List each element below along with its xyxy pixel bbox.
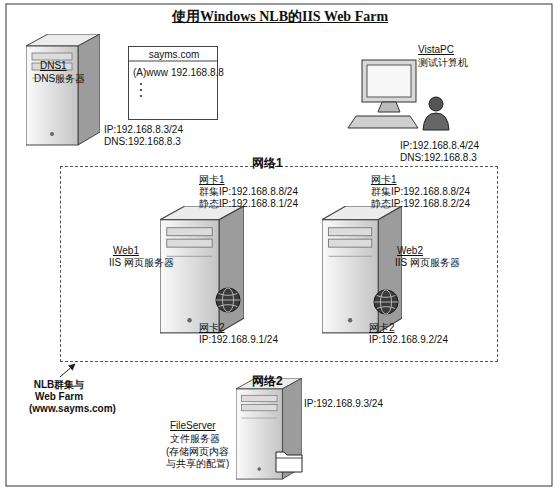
web-globe-icon (216, 288, 240, 312)
node-text: VistaPC (418, 44, 454, 56)
web-server: 网卡1群集IP:192.168.8.8/24静态IP:192.168.8.2/2… (313, 173, 497, 353)
server-icon (322, 206, 402, 333)
node-text: (存储网页内容 与共享的配置) (166, 446, 240, 470)
node-text: 群集IP:192.168.8.8/24 (371, 186, 470, 198)
node-text: 静态IP:192.168.8.2/24 (371, 198, 470, 210)
node-text: IP:192.168.8.3/24 (104, 124, 183, 136)
node-text: 群集IP:192.168.8.8/24 (199, 186, 298, 198)
diagram-title: 使用Windows NLB的IIS Web Farm (0, 9, 560, 25)
web-server: 网卡1群集IP:192.168.8.8/24静态IP:192.168.8.1/2… (106, 173, 306, 353)
network-label: 网络1 (252, 156, 283, 170)
node-text: (A)www (133, 67, 168, 79)
node-text: DNS服务器 (34, 73, 85, 85)
node-text: NLB群集与 Web Farm (www.sayms.com) (29, 379, 89, 415)
node-text: 网卡2 (199, 322, 225, 334)
node-text: sayms.com (129, 49, 219, 61)
node-text: IIS 网页服务器 (109, 257, 174, 269)
node-text: Web2 (397, 245, 423, 257)
computer-icon (348, 60, 449, 130)
web-globe-icon (374, 290, 398, 314)
server-icon (236, 378, 302, 479)
client-computer: VistaPC测试计算机 IP:192.168.8.4/24DNS:192.168… (355, 40, 500, 165)
node-text: 文件服务器 (170, 433, 220, 445)
nlb-cluster-group: NLB群集与 Web Farm (www.sayms.com)网卡1群集IP:1… (60, 166, 498, 362)
node-text: DNS:192.168.8.3 (104, 136, 181, 148)
node-text: 网卡2 (369, 322, 395, 334)
file-server: IP:192.168.9.3/24FileServer文件服务器(存储网页内容 … (165, 372, 400, 484)
server-icon (26, 34, 100, 145)
node-text: 测试计算机 (418, 57, 468, 69)
dns-zone-table: sayms.com(A)www192.168.8.8 (128, 46, 218, 120)
dns-server: DNS1DNS服务器 IP:192.168.8.3/24DNS:192.168.8… (20, 30, 210, 150)
node-text: IIS 网页服务器 (395, 257, 460, 269)
node-text: 网卡1 (371, 174, 397, 186)
server-icon (160, 206, 244, 333)
node-text: IP:192.168.9.1/24 (199, 334, 278, 346)
node-text: 静态IP:192.168.8.1/24 (199, 198, 298, 210)
folder-icon (276, 452, 302, 472)
node-text: DNS:192.168.8.3 (400, 152, 477, 164)
table-rule (128, 61, 218, 62)
node-text: Web1 (113, 245, 139, 257)
node-text: IP:192.168.8.4/24 (400, 140, 479, 152)
ellipsis-dots (140, 83, 142, 97)
node-text: DNS1 (40, 60, 67, 72)
outer-frame (6, 4, 552, 486)
node-text: IP:192.168.9.2/24 (369, 334, 448, 346)
node-text: FileServer (170, 420, 216, 432)
network-label: 网络2 (252, 374, 283, 388)
node-text: 192.168.8.8 (171, 67, 224, 79)
node-text: 网卡1 (199, 174, 225, 186)
callout-arrow (60, 364, 75, 377)
node-text: IP:192.168.9.3/24 (304, 398, 383, 410)
